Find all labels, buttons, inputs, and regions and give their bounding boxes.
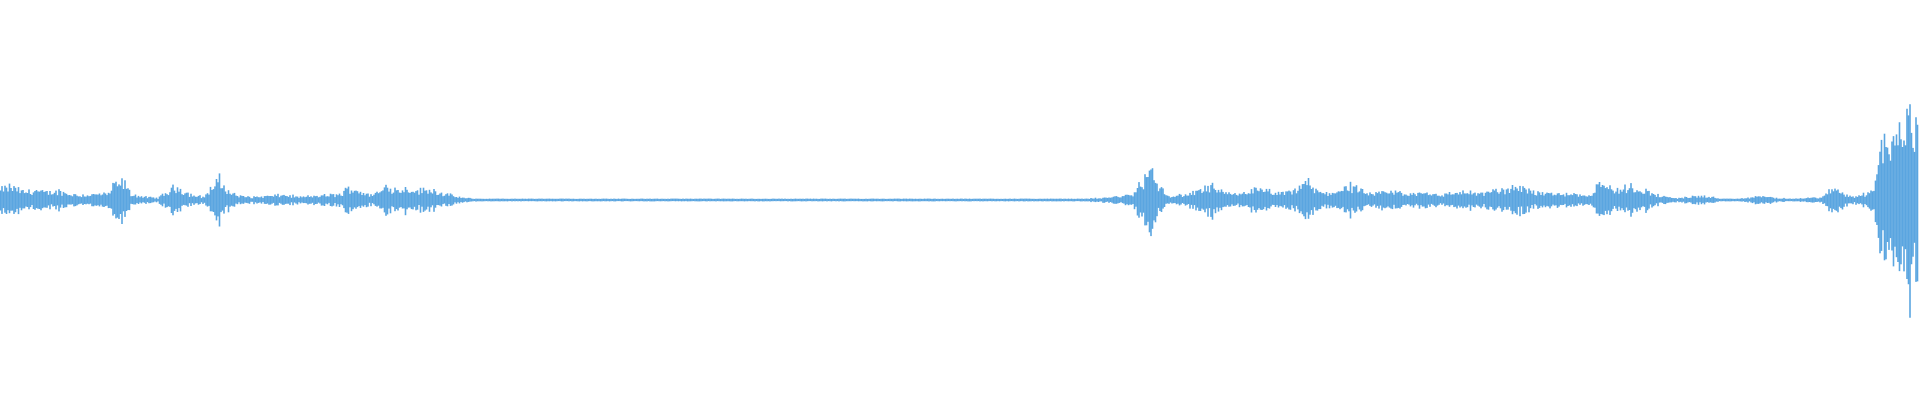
waveform-bars xyxy=(0,104,1919,318)
